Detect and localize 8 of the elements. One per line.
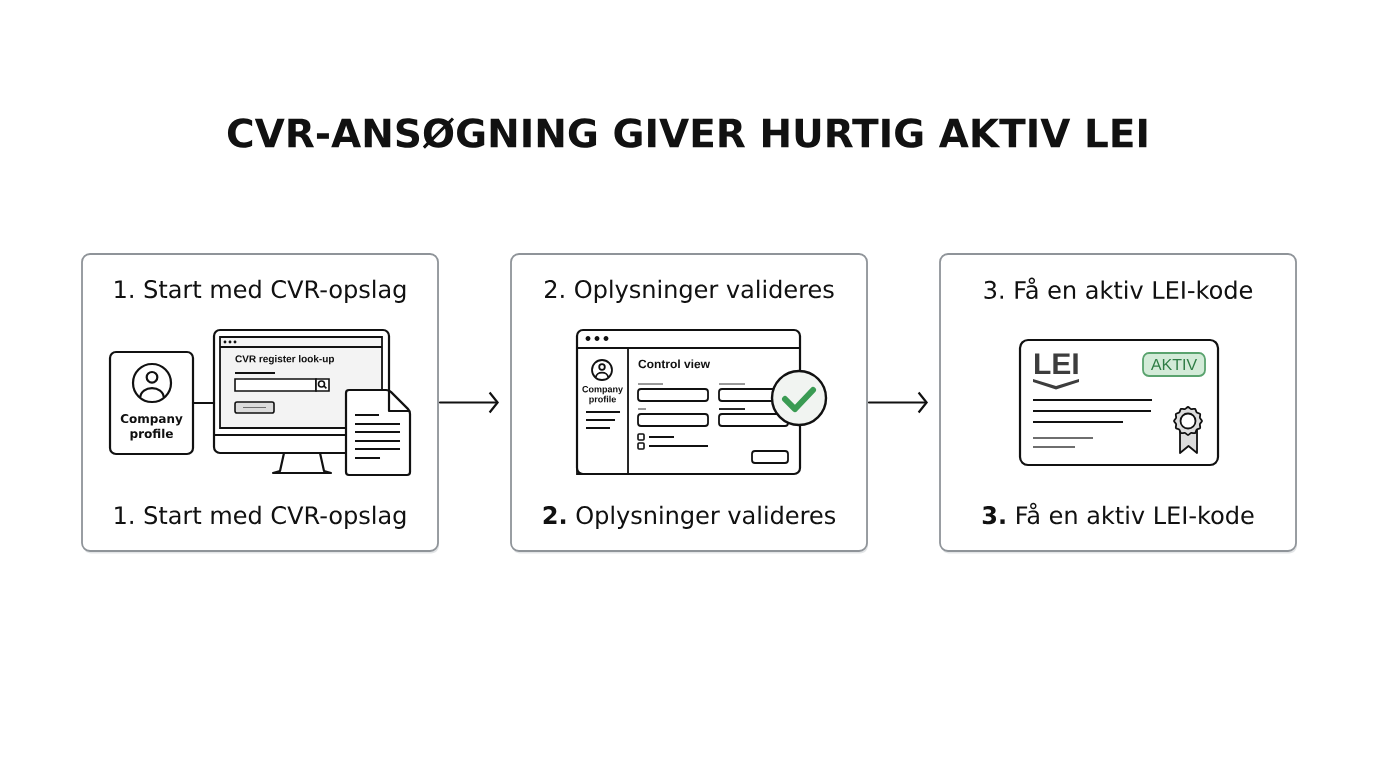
sidebar: Company profile [576,347,629,475]
arrow [867,391,928,414]
monitor: CVR register look-up [212,328,391,455]
profile-card: Company profile [108,350,195,456]
arrow [438,391,499,414]
status-badge: AKTIV [1142,352,1206,377]
title: CVR-ANSØGNING GIVER HURTIG AKTIV LEI [227,117,1147,149]
connector-line [191,401,216,405]
